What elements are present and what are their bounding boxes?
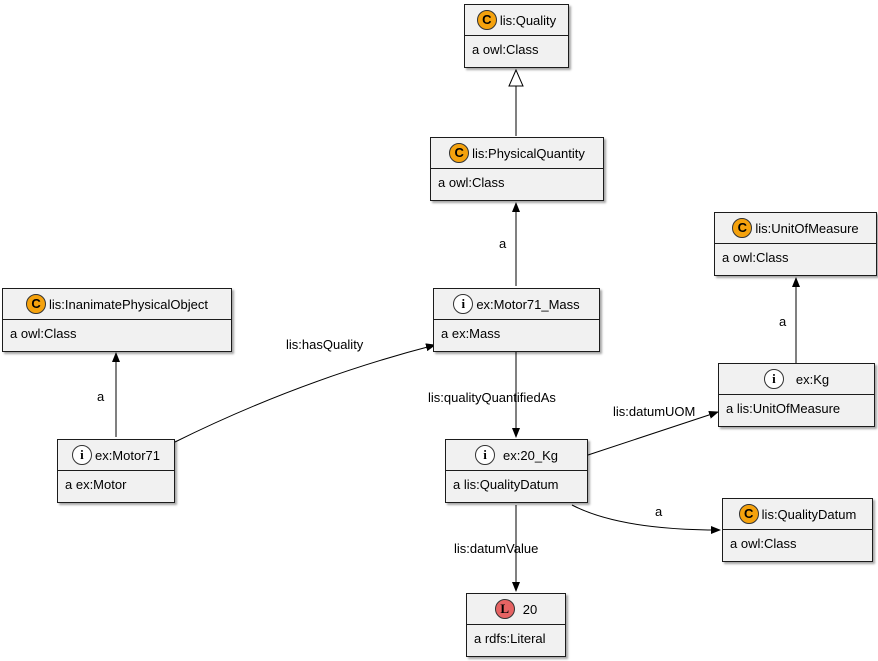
node-literal-20[interactable]: L 20 a rdfs:Literal — [466, 593, 566, 657]
edge-label-a-quality-datum: a — [655, 504, 663, 519]
edge-datum-uom — [587, 411, 719, 456]
node-header: C lis:InanimatePhysicalObject — [3, 289, 231, 320]
node-header: i ex:Kg — [719, 364, 874, 395]
node-header: L 20 — [467, 594, 565, 625]
edge-label-datum-value: lis:datumValue — [454, 541, 539, 556]
individual-icon: i — [763, 369, 784, 389]
individual-icon: i — [475, 445, 496, 465]
class-icon: C — [476, 10, 497, 30]
node-name: lis:QualityDatum — [761, 506, 857, 522]
node-type: a ex:Mass — [441, 326, 501, 341]
literal-icon: L — [494, 599, 515, 619]
node-header: C lis:Quality — [465, 5, 568, 36]
node-header: i ex:20_Kg — [446, 440, 587, 471]
node-type: a lis:UnitOfMeasure — [726, 401, 841, 416]
node-name: ex:20_Kg — [503, 447, 558, 463]
node-quality-datum[interactable]: C lis:QualityDatum a owl:Class — [722, 498, 873, 562]
edge-label-a-physqty: a — [499, 236, 507, 251]
node-header: C lis:UnitOfMeasure — [715, 213, 876, 244]
node-name: lis:Quality — [499, 12, 557, 28]
node-20-kg[interactable]: i ex:20_Kg a lis:QualityDatum — [445, 439, 588, 503]
class-icon: C — [26, 294, 47, 314]
node-quality[interactable]: C lis:Quality a owl:Class — [464, 4, 569, 68]
node-motor71-mass[interactable]: i ex:Motor71_Mass a ex:Mass — [433, 288, 600, 352]
node-type: a owl:Class — [722, 250, 789, 265]
node-type: a lis:QualityDatum — [453, 477, 559, 492]
individual-icon: i — [71, 445, 92, 465]
edge-label-a-unit: a — [779, 314, 787, 329]
edge-label-a-inanimate: a — [97, 389, 105, 404]
class-icon: C — [732, 218, 753, 238]
node-type: a owl:Class — [10, 326, 77, 341]
node-name: lis:UnitOfMeasure — [755, 220, 859, 236]
edge-a-quality-datum — [571, 504, 721, 534]
edge-label-quality-quantified-as: lis:qualityQuantifiedAs — [428, 390, 556, 405]
edge-has-quality — [174, 343, 436, 443]
node-type: a rdfs:Literal — [474, 631, 546, 646]
class-icon: C — [738, 504, 759, 524]
node-name: lis:InanimatePhysicalObject — [49, 296, 208, 312]
node-name: ex:Motor71 — [94, 447, 161, 463]
node-type: a owl:Class — [730, 536, 797, 551]
edge-label-has-quality: lis:hasQuality — [286, 337, 364, 352]
node-name: 20 — [522, 601, 538, 617]
node-physical-quantity[interactable]: C lis:PhysicalQuantity a owl:Class — [430, 137, 604, 201]
node-motor71[interactable]: i ex:Motor71 a ex:Motor — [57, 439, 175, 503]
node-kg[interactable]: i ex:Kg a lis:UnitOfMeasure — [718, 363, 875, 427]
node-name: lis:PhysicalQuantity — [472, 145, 585, 161]
node-type: a ex:Motor — [65, 477, 127, 492]
node-inanimate-physical-object[interactable]: C lis:InanimatePhysicalObject a owl:Clas… — [2, 288, 232, 352]
node-name: ex:Motor71_Mass — [476, 296, 580, 312]
individual-icon: i — [453, 294, 474, 314]
node-name: ex:Kg — [795, 371, 830, 387]
node-header: C lis:QualityDatum — [723, 499, 872, 530]
class-icon: C — [449, 143, 470, 163]
node-type: a owl:Class — [438, 175, 505, 190]
node-header: C lis:PhysicalQuantity — [431, 138, 603, 169]
node-header: i ex:Motor71 — [58, 440, 174, 471]
edge-label-datum-uom: lis:datumUOM — [613, 404, 696, 419]
node-type: a owl:Class — [472, 42, 539, 57]
node-unit-of-measure[interactable]: C lis:UnitOfMeasure a owl:Class — [714, 212, 877, 276]
node-header: i ex:Motor71_Mass — [434, 289, 599, 320]
subclass-arrowhead — [508, 68, 524, 87]
